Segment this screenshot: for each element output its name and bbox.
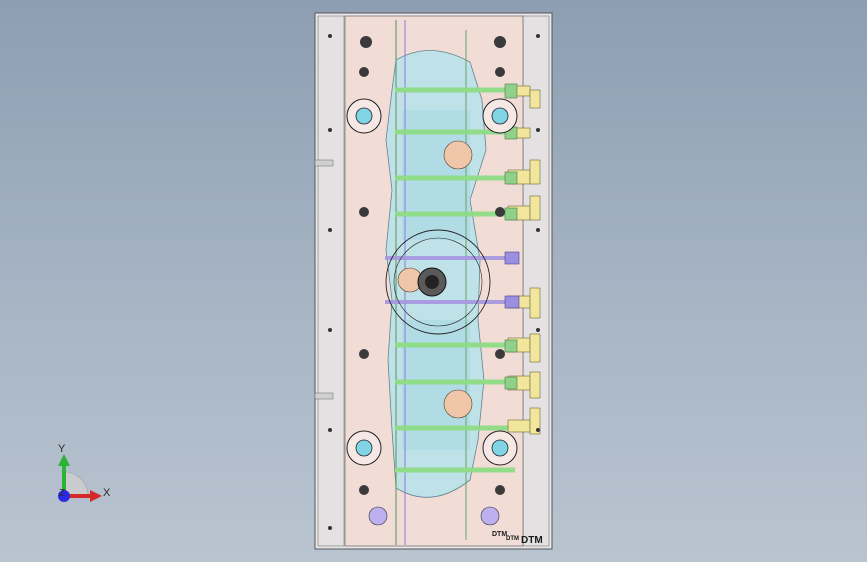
- logo-text-small: DTM: [492, 531, 508, 538]
- logo-text-tiny: DTM: [506, 536, 519, 542]
- y-axis-label: Y: [58, 443, 66, 455]
- x-axis-label: X: [103, 487, 111, 499]
- z-axis-label: Z: [59, 488, 66, 499]
- z-axis-arrow-icon: [58, 490, 70, 502]
- axis-triad[interactable]: [40, 438, 120, 518]
- logo-text-main: DTM: [521, 535, 543, 546]
